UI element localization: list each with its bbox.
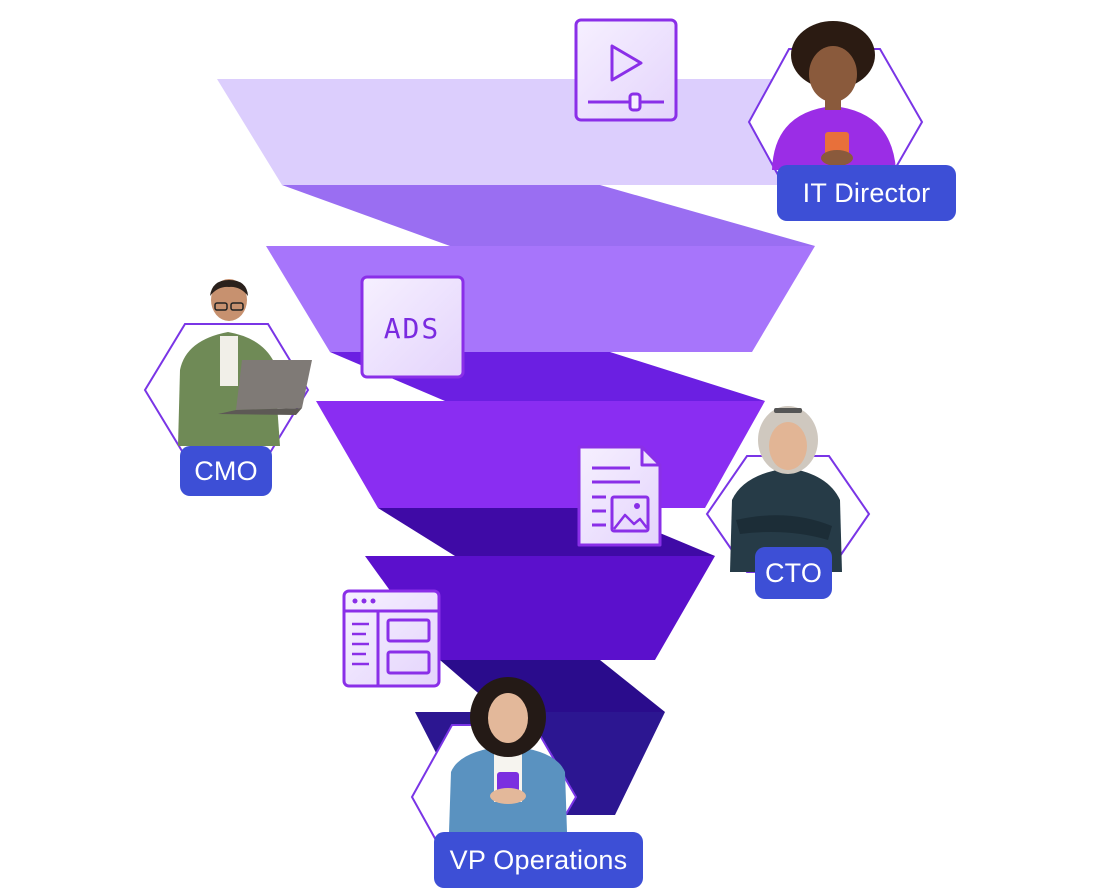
funnel-tier-3 <box>316 401 765 508</box>
avatar-cmo <box>178 279 312 446</box>
avatar-vp-operations <box>449 677 567 832</box>
avatar-it-director <box>772 21 896 170</box>
persona-cto <box>705 406 871 573</box>
role-label-it-director: IT Director <box>777 165 956 221</box>
persona-it-director <box>747 21 924 196</box>
persona-cmo <box>143 279 312 457</box>
video-player-icon <box>574 18 678 122</box>
funnel-fold-1 <box>282 185 815 246</box>
funnel-tier-2 <box>266 246 815 352</box>
funnel-tier-4 <box>365 556 715 660</box>
funnel-tier-1 <box>217 79 857 185</box>
document-image-icon <box>577 445 662 547</box>
avatar-cto <box>730 406 842 572</box>
ads-icon-text: ADS <box>384 312 441 345</box>
ads-icon: ADS <box>360 275 465 379</box>
role-label-vp-operations: VP Operations <box>434 832 643 888</box>
role-label-cmo: CMO <box>180 446 272 496</box>
funnel-fold-3 <box>378 508 715 556</box>
webpage-layout-icon <box>342 589 441 688</box>
role-label-cto: CTO <box>755 547 832 599</box>
